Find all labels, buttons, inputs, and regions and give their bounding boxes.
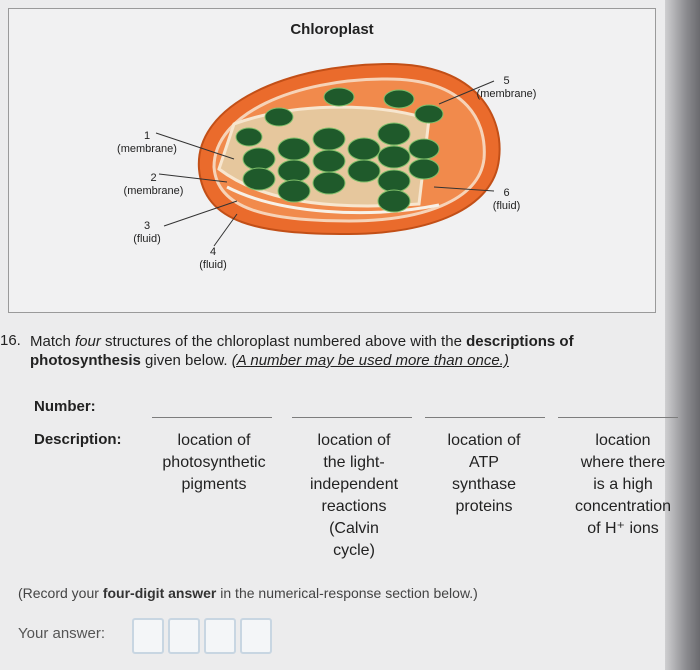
description-1-line: location of xyxy=(177,432,251,449)
question-text: Match four structures of the chloroplast… xyxy=(30,332,660,370)
number-blank-4[interactable] xyxy=(558,417,678,418)
question-note: (A number may be used more than once.) xyxy=(231,352,509,369)
your-answer-label: Your answer: xyxy=(18,625,105,642)
label-2-number: 2 xyxy=(150,172,157,184)
description-4-line: concentration xyxy=(574,498,672,515)
description-2-line: reactions xyxy=(321,498,387,515)
description-3-line: ATP xyxy=(469,454,499,471)
chloroplast-figure: Chloroplast 1 (m xyxy=(8,8,656,313)
description-1-line: photosynthetic xyxy=(162,454,266,471)
question-text-part-3: given below. xyxy=(140,352,232,369)
description-row-label: Description: xyxy=(34,431,122,448)
label-5: 5 (membrane) xyxy=(469,75,544,101)
label-5-desc: (membrane) xyxy=(476,88,537,100)
label-6-number: 6 xyxy=(503,187,510,199)
pointer-lines xyxy=(155,80,495,247)
label-3-desc: (fluid) xyxy=(133,233,161,245)
description-2-line: independent xyxy=(309,476,399,493)
record-prefix: (Record your xyxy=(18,585,103,601)
record-bold: four-digit answer xyxy=(102,585,217,601)
record-instruction: (Record your four-digit answer in the nu… xyxy=(18,585,478,601)
description-2: location of the light- independent react… xyxy=(292,430,416,562)
number-blank-3[interactable] xyxy=(425,417,545,418)
description-3: location of ATP synthase proteins xyxy=(428,430,540,518)
question-text-part-1: Match xyxy=(30,333,76,350)
question-bold-phrase: descriptions of photosynthesis xyxy=(30,333,574,369)
question-text-part-2: structures of the chloroplast numbered a… xyxy=(100,333,467,350)
label-3-number: 3 xyxy=(143,220,151,232)
answer-digit-1-input[interactable] xyxy=(132,618,164,654)
description-1: location of photosynthetic pigments xyxy=(144,430,284,496)
label-1-number: 1 xyxy=(143,130,151,142)
number-blank-2[interactable] xyxy=(292,417,412,418)
answer-digit-3-input[interactable] xyxy=(204,618,236,654)
answer-digit-4-input[interactable] xyxy=(240,618,272,654)
description-4-line: of H⁺ ions xyxy=(587,520,659,537)
question-emphasis: four xyxy=(75,333,101,350)
label-1-desc: (membrane) xyxy=(117,143,177,155)
description-4: location where there is a high concentra… xyxy=(553,430,693,540)
description-2-line: the light- xyxy=(323,454,385,471)
label-4-desc: (fluid) xyxy=(199,259,227,271)
description-3-line: proteins xyxy=(455,498,513,515)
page-edge-shadow xyxy=(665,0,700,670)
intermembrane-line xyxy=(226,185,440,215)
question-number: 16. xyxy=(0,332,21,349)
label-2: 2 (membrane) xyxy=(121,172,186,198)
answer-digit-2-input[interactable] xyxy=(168,618,200,654)
description-2-line: cycle) xyxy=(333,542,375,559)
description-3-line: synthase xyxy=(451,476,517,493)
description-4-line: location xyxy=(595,432,651,449)
description-2-line: (Calvin xyxy=(329,520,379,537)
record-suffix: in the numerical-response section below.… xyxy=(216,585,478,601)
label-1: 1 (membrane) xyxy=(117,130,177,156)
label-4: 4 (fluid) xyxy=(193,246,233,272)
description-4-line: is a high xyxy=(593,476,653,493)
label-6-desc: (fluid) xyxy=(492,200,521,212)
label-3: 3 (fluid) xyxy=(127,220,167,246)
description-2-line: location of xyxy=(317,432,391,449)
label-6: 6 (fluid) xyxy=(484,187,529,213)
figure-title: Chloroplast xyxy=(290,21,374,38)
grana-stacks xyxy=(235,87,444,213)
number-blank-1[interactable] xyxy=(152,417,272,418)
label-5-number: 5 xyxy=(503,75,510,87)
description-4-line: where there xyxy=(580,454,666,471)
number-row-label: Number: xyxy=(34,398,96,415)
description-3-line: location of xyxy=(447,432,521,449)
label-4-number: 4 xyxy=(209,246,217,258)
label-2-desc: (membrane) xyxy=(123,185,184,197)
chloroplast-diagram xyxy=(155,62,501,247)
description-1-line: pigments xyxy=(181,476,247,493)
